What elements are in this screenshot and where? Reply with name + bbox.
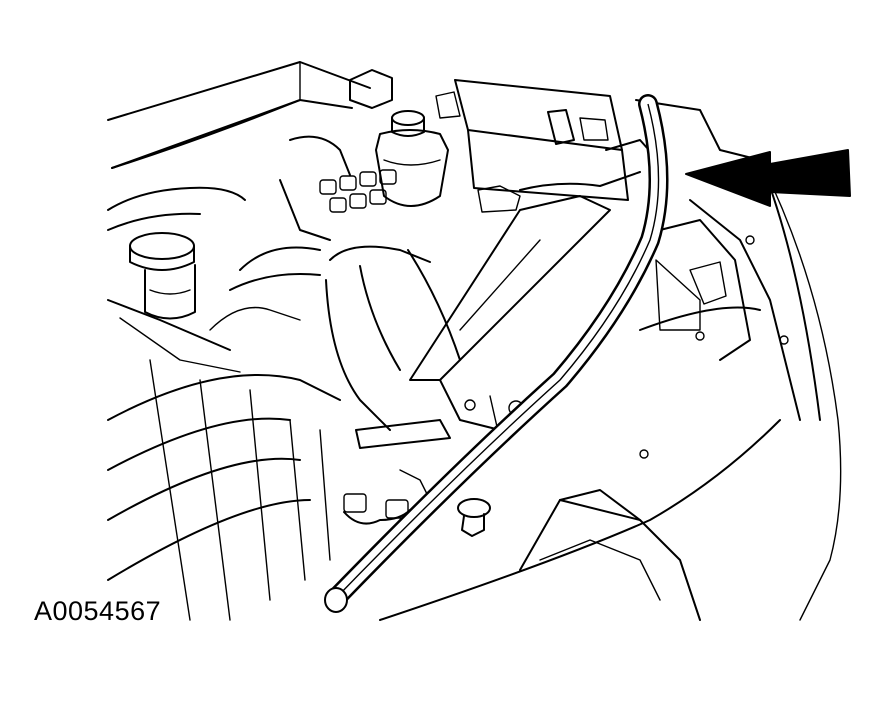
hood-panel — [107, 61, 393, 169]
push-pin-retainer — [457, 498, 491, 537]
air-filter-box — [107, 359, 341, 621]
pointer-arrow-icon — [685, 149, 851, 207]
figure-reference-code: A0054567 — [34, 596, 162, 626]
steering-reservoir — [375, 110, 449, 207]
injector-cluster — [279, 135, 657, 241]
intake-hoses — [209, 245, 461, 431]
weatherstrip-seal — [324, 94, 669, 613]
reservoir-left — [129, 232, 196, 320]
fuse-box — [435, 79, 629, 201]
left-fender — [107, 186, 246, 373]
